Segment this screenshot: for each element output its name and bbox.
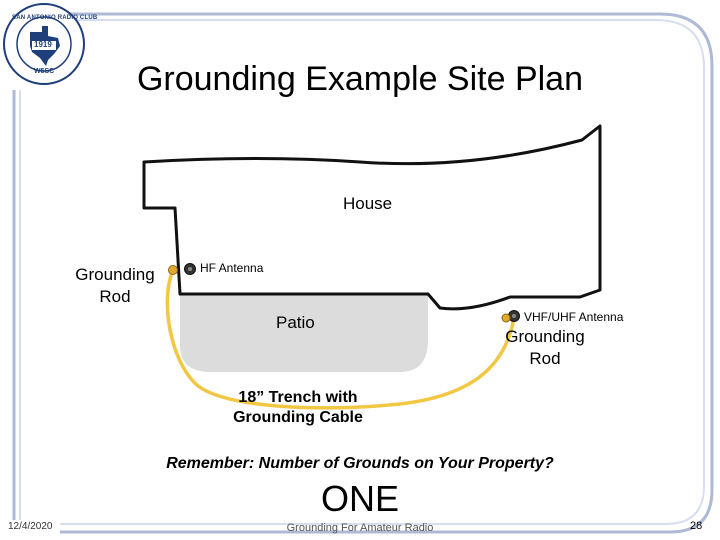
club-logo: [3, 3, 85, 85]
patio-label: Patio: [276, 313, 315, 332]
logo-lettering: SAN ANTONIO RADIO CLUB 1919 W5SC: [12, 15, 98, 75]
reminder-text: Remember: Number of Grounds on Your Prop…: [166, 455, 554, 472]
hf-antenna-label: HF Antenna: [200, 261, 264, 275]
trench-label: 18” Trench with Grounding Cable: [233, 389, 363, 426]
answer-text: ONE: [320, 478, 399, 519]
slide-date: 12/4/2020: [8, 521, 53, 532]
slide-title: Grounding Example Site Plan: [136, 60, 584, 98]
vhf-antenna-marker: [508, 310, 520, 322]
page-number: 28: [690, 520, 703, 532]
grounding-rod-right-label: Grounding Rod: [505, 327, 585, 368]
slide-footer: Grounding For Amateur Radio: [286, 522, 434, 534]
patio-area: [180, 294, 428, 372]
house-outline: [142, 124, 602, 311]
grounding-cable: [165, 269, 516, 410]
vhf-antenna-label: VHF/UHF Antenna: [524, 310, 624, 324]
grounding-rod-left-marker: [168, 265, 178, 275]
hf-antenna-marker: [184, 263, 196, 275]
house-label: House: [343, 194, 393, 213]
grounding-rod-left-label: Grounding Rod: [75, 265, 155, 306]
grounding-rod-right-marker: [501, 313, 511, 323]
